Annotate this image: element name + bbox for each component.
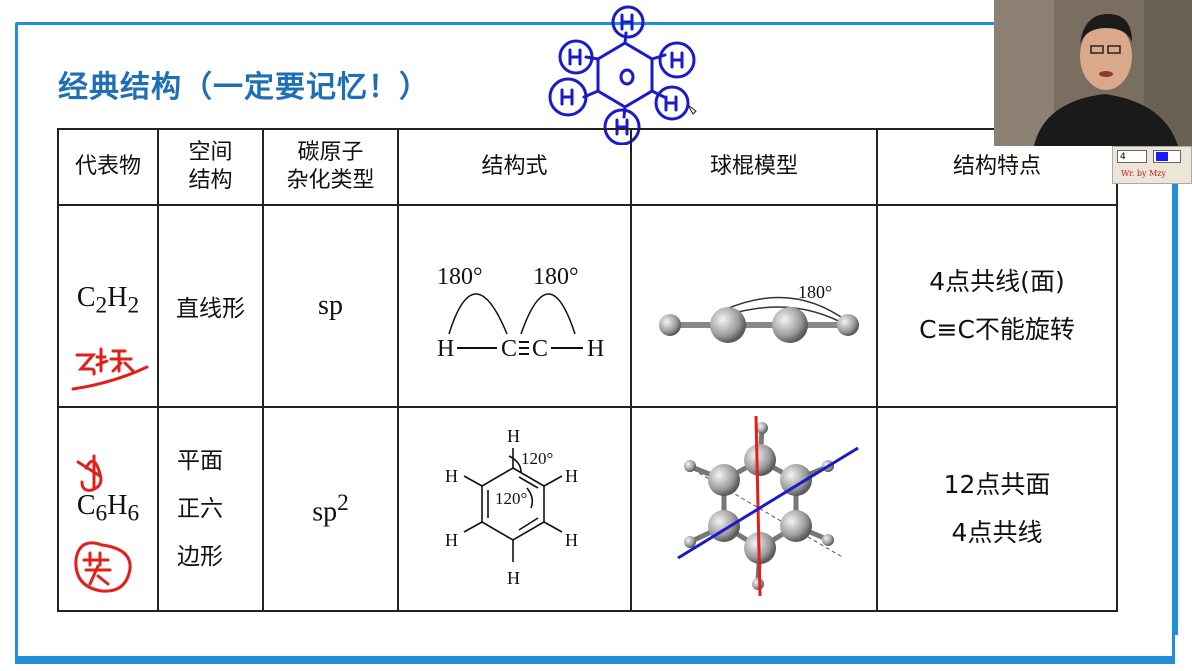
ball-stick-benzene [630,406,878,612]
table-row: C2H2 直线形 sp H C C H [57,204,1118,408]
atom-h: H [445,530,458,550]
atom-h-left: H [437,336,454,362]
angle-label-left: 180° [437,264,483,290]
slide-bottom-bar [15,656,1175,664]
angle-label-right: 180° [533,264,579,290]
shape-planar-hexagon: 平面 正六 边形 [157,406,264,612]
slide-side-strip [1174,180,1178,635]
feature-line: 4点共线 [951,518,1043,547]
shape-line: 正六 [177,496,223,522]
acetylene-formula-diagram: H C C H 180° 180° [437,264,604,362]
benzene-formula-diagram: H H H H H H 120° 120° [445,426,578,588]
feature-line: 4点共线(面) [929,267,1065,296]
pen-color-select[interactable] [1153,150,1181,163]
hybrid-sp: sp [262,204,399,408]
header-ball-stick-model: 球棍模型 [630,128,878,206]
table-header-row: 代表物 空间结构 碳原子杂化类型 结构式 球棍模型 结构特点 [57,128,1118,206]
ball-stick-acetylene: 180° [630,204,878,408]
formula-c2h2: C2H2 [76,282,140,319]
header-representative: 代表物 [57,128,159,206]
color-swatch [1156,152,1168,161]
header-hybridization: 碳原子杂化类型 [262,128,399,206]
atom-h: H [565,466,578,486]
atom-c-left: C [501,336,517,362]
shape-line: 平面 [177,448,223,474]
atom-h: H [507,426,520,446]
benzene-ball-stick-model [677,415,859,597]
toolbar-credit: Wr. by Mzy [1121,169,1167,178]
webcam-overlay [994,0,1192,146]
representative-benzene: C6H6 [57,406,159,612]
structure-table: 代表物 空间结构 碳原子杂化类型 结构式 球棍模型 结构特点 C2H2 直线形 … [57,128,1118,612]
representative-acetylene: C2H2 [57,204,159,408]
structural-formula-acetylene: H C C H 180° 180° [397,204,632,408]
atom-c-right: C [532,336,548,362]
atom-h: H [507,568,520,588]
angle-label-inner: 120° [495,489,527,508]
table-row: C6H6 平面 正六 边形 sp2 [57,406,1118,612]
slide-heading: 经典结构（一定要记忆！） [58,70,430,105]
formula-c6h6: C6H6 [76,490,140,527]
model-angle-label: 180° [798,282,832,302]
structural-formula-benzene: H H H H H H 120° 120° [397,406,632,612]
angle-label-outer: 120° [521,449,553,468]
header-spatial-structure: 空间结构 [157,128,264,206]
atom-h: H [445,466,458,486]
acetylene-ball-stick-model: 180° [659,282,859,343]
shape-line: 边形 [177,544,223,570]
pen-toolbar[interactable]: 4 Wr. by Mzy [1112,146,1192,184]
shape-linear: 直线形 [157,204,264,408]
feature-line: 12点共面 [943,470,1051,499]
presenter-silhouette [994,0,1192,146]
atom-h-right: H [587,336,604,362]
features-acetylene: 4点共线(面) C≡C不能旋转 [876,204,1118,408]
pen-size-select[interactable]: 4 [1117,150,1147,163]
handwritten-note-acetylene [71,347,149,391]
atom-h: H [565,530,578,550]
header-structural-formula: 结构式 [397,128,632,206]
features-benzene: 12点共面 4点共线 [876,406,1118,612]
hybrid-sp2: sp2 [262,406,399,612]
feature-line: C≡C不能旋转 [919,315,1075,344]
